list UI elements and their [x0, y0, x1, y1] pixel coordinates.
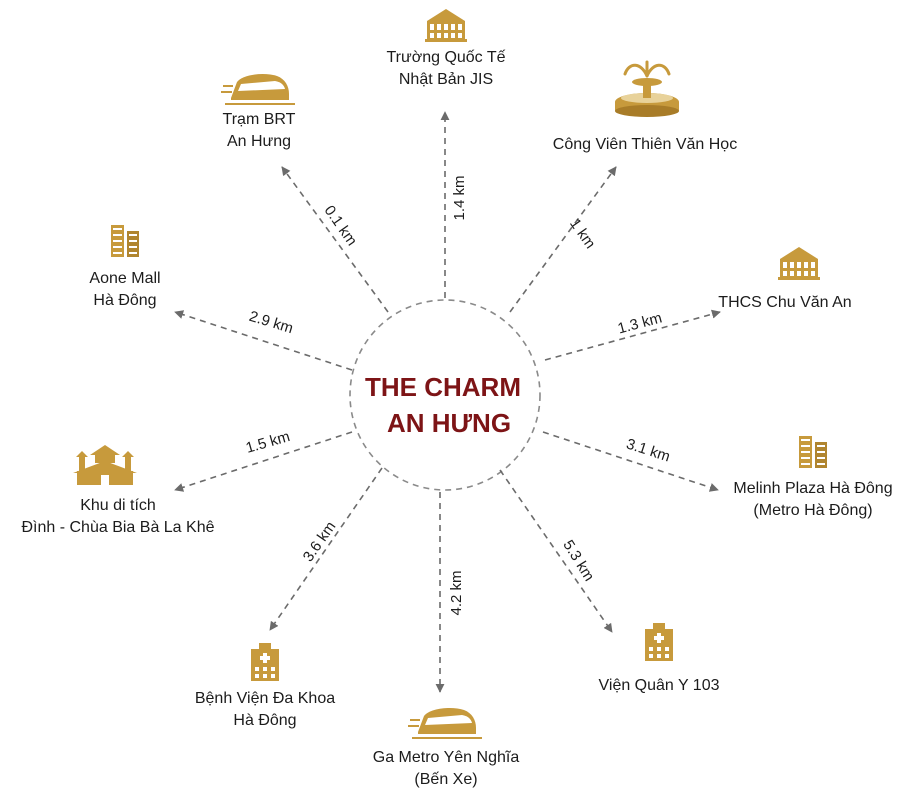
destination-name-line: (Bến Xe) [414, 771, 477, 788]
distance-arrow [281, 166, 389, 313]
destination-jis: 1.4 km Trường Quốc Tế Nhật Bản JIS [386, 9, 506, 298]
office-towers-icon [111, 225, 139, 257]
destination-park: 1 km Công Viên Thiên Văn Học [509, 60, 737, 313]
distance-label: 5.3 km [559, 537, 597, 584]
destination-name-line: Nhật Bản JIS [399, 71, 493, 88]
destination-name-line: Khu di tích [80, 497, 156, 514]
destination-vien: 5.3 km Viện Quân Y 103 [499, 469, 720, 694]
distance-arrow [544, 309, 721, 361]
pagoda-icon [73, 445, 137, 485]
distance-arrow [174, 431, 353, 492]
destination-name-line: Trạm BRT [223, 111, 296, 128]
destination-name-line: Trường Quốc Tế [386, 49, 505, 66]
office-towers-icon [799, 436, 827, 468]
distance-arrow [269, 467, 383, 631]
destination-name-line: Hà Đông [233, 712, 296, 729]
distance-label: 4.2 km [448, 570, 465, 615]
destination-brt: 0.1 km Trạm BRT An Hưng [221, 74, 389, 313]
distance-label: 0.1 km [321, 202, 361, 249]
fountain-icon [615, 60, 679, 117]
distance-arrow [499, 469, 613, 633]
destination-name-line: Melinh Plaza Hà Đông [733, 480, 892, 497]
destination-name-line: Công Viên Thiên Văn Học [553, 136, 737, 153]
school-building-icon [425, 9, 467, 42]
center-circle [349, 299, 541, 491]
destination-name-line: Ga Metro Yên Nghĩa [373, 749, 520, 766]
distance-label: 1.3 km [616, 309, 664, 337]
hospital-icon [251, 643, 279, 681]
destination-name-line: Viện Quân Y 103 [599, 677, 720, 694]
destination-name-line: Hà Đông [93, 292, 156, 309]
destination-name-line: An Hưng [227, 133, 291, 150]
train-icon [221, 74, 295, 105]
distance-label: 1 km [566, 216, 599, 252]
destination-name-line: Bệnh Viện Đa Khoa [195, 690, 335, 707]
center-title-line1: THE CHARM [365, 372, 521, 402]
distance-arrow [542, 431, 719, 492]
destination-metro: 4.2 km Ga Metro Yên Nghĩa (Bến Xe) [373, 492, 520, 788]
destination-thcs: 1.3 km THCS Chu Văn An [544, 247, 852, 361]
distance-arrow [174, 310, 353, 371]
distance-label: 3.6 km [300, 518, 340, 565]
destination-name-line: THCS Chu Văn An [718, 294, 851, 311]
destination-name-line: Aone Mall [89, 270, 160, 287]
destination-name-line: Đình - Chùa Bia Bà La Khê [21, 519, 214, 536]
train-icon [408, 708, 482, 739]
destination-aone: 2.9 km Aone Mall Hà Đông [89, 225, 353, 371]
school-building-icon [778, 247, 820, 280]
destination-name-line: (Metro Hà Đông) [753, 502, 872, 519]
distance-label: 2.9 km [247, 308, 295, 337]
distance-arrow [509, 166, 617, 313]
hospital-icon [645, 623, 673, 661]
center-title-line2: AN HƯNG [387, 408, 511, 438]
distance-label: 1.4 km [451, 175, 468, 220]
distance-label: 1.5 km [244, 428, 292, 457]
destination-benhvien: 3.6 km Bệnh Viện Đa Khoa Hà Đông [195, 467, 383, 729]
